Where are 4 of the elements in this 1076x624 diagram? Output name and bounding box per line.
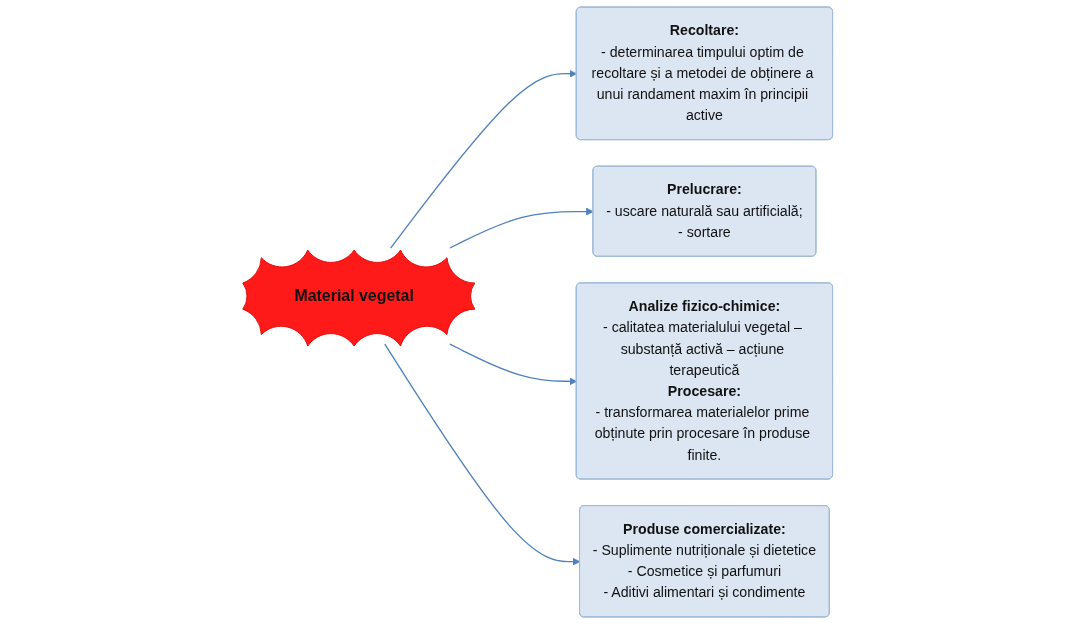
- arrow: [390, 69, 578, 249]
- arrow: [449, 343, 578, 386]
- arrow: [449, 207, 595, 249]
- arrow: [384, 343, 581, 566]
